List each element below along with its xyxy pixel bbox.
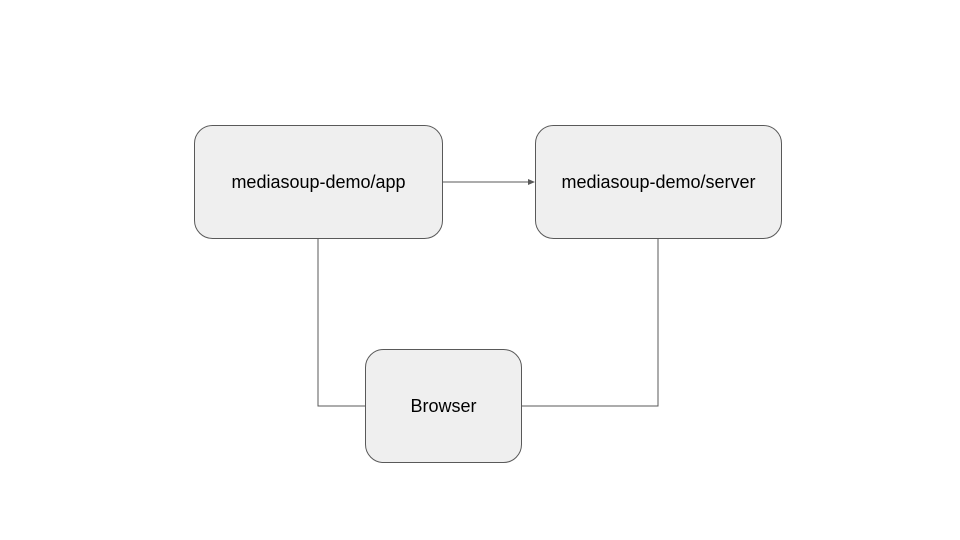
- node-browser[interactable]: Browser: [365, 349, 522, 463]
- connector-app-to-browser: [317, 238, 366, 407]
- node-browser-label: Browser: [410, 396, 476, 416]
- arrowhead-to-server: [528, 179, 535, 185]
- node-browser-box: [365, 349, 522, 463]
- node-app-box: [194, 125, 443, 239]
- connector-server-to-browser: [521, 238, 659, 407]
- node-server-label: mediasoup-demo/server: [561, 172, 755, 192]
- node-server-box: [535, 125, 782, 239]
- node-server[interactable]: mediasoup-demo/server: [535, 125, 782, 239]
- node-app-label: mediasoup-demo/app: [231, 172, 405, 192]
- node-app[interactable]: mediasoup-demo/app: [194, 125, 443, 239]
